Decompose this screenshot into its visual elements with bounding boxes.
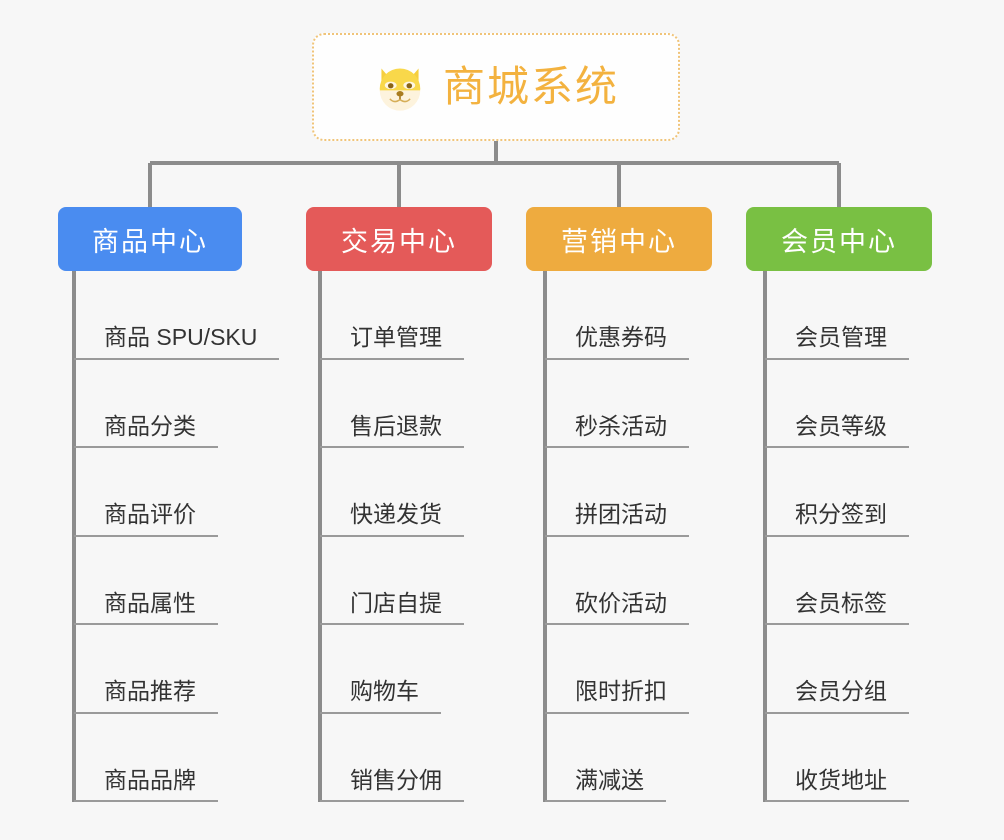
leaf-item[interactable]: 商品品牌 bbox=[74, 714, 279, 802]
category-header-trade-center[interactable]: 交易中心 bbox=[306, 207, 492, 271]
leaf-item-label: 商品推荐 bbox=[74, 678, 218, 714]
category-header-marketing-center[interactable]: 营销中心 bbox=[526, 207, 712, 271]
category-header-label: 营销中心 bbox=[561, 226, 677, 257]
leaf-item[interactable]: 商品推荐 bbox=[74, 625, 279, 714]
leaf-item-label: 销售分佣 bbox=[320, 767, 464, 802]
category-header-label: 交易中心 bbox=[341, 226, 457, 257]
leaf-item[interactable]: 会员分组 bbox=[765, 625, 909, 714]
leaf-item-label: 会员标签 bbox=[765, 590, 909, 625]
leaf-item-label: 会员管理 bbox=[765, 324, 909, 360]
leaf-item[interactable]: 拼团活动 bbox=[545, 448, 689, 537]
leaf-item-label: 收货地址 bbox=[765, 767, 909, 802]
leaf-item[interactable]: 积分签到 bbox=[765, 448, 909, 537]
leaf-item[interactable]: 会员管理 bbox=[765, 271, 909, 360]
leaf-item[interactable]: 售后退款 bbox=[320, 360, 464, 448]
leaf-item[interactable]: 收货地址 bbox=[765, 714, 909, 802]
leaf-list: 会员管理会员等级积分签到会员标签会员分组收货地址 bbox=[765, 271, 909, 802]
shiba-dog-face-icon bbox=[379, 68, 421, 111]
leaf-item[interactable]: 会员等级 bbox=[765, 360, 909, 448]
root-node[interactable]: 商城系统 bbox=[312, 33, 680, 141]
leaf-item[interactable]: 购物车 bbox=[320, 625, 464, 714]
leaf-item-label: 门店自提 bbox=[320, 590, 464, 625]
leaf-item-label: 拼团活动 bbox=[545, 501, 689, 537]
leaf-list: 优惠券码秒杀活动拼团活动砍价活动限时折扣满减送 bbox=[545, 271, 689, 802]
leaf-item[interactable]: 会员标签 bbox=[765, 537, 909, 625]
leaf-item-label: 满减送 bbox=[545, 767, 666, 802]
leaf-item[interactable]: 商品分类 bbox=[74, 360, 279, 448]
leaf-item-label: 快递发货 bbox=[320, 501, 464, 537]
leaf-item-label: 会员等级 bbox=[765, 413, 909, 448]
leaf-item[interactable]: 满减送 bbox=[545, 714, 689, 802]
leaf-item-label: 订单管理 bbox=[320, 324, 464, 360]
root-title: 商城系统 bbox=[442, 63, 619, 110]
leaf-item[interactable]: 门店自提 bbox=[320, 537, 464, 625]
leaf-item[interactable]: 销售分佣 bbox=[320, 714, 464, 802]
category-header-product-center[interactable]: 商品中心 bbox=[58, 207, 242, 271]
leaf-list: 商品 SPU/SKU 商品分类商品评价商品属性商品推荐商品品牌 bbox=[74, 271, 280, 802]
category-header-label: 商品中心 bbox=[92, 226, 208, 257]
leaf-item-label: 售后退款 bbox=[320, 413, 464, 448]
leaf-item[interactable]: 订单管理 bbox=[320, 271, 464, 360]
leaf-item[interactable]: 砍价活动 bbox=[545, 537, 689, 625]
leaf-item[interactable]: 商品 SPU/SKU bbox=[74, 271, 280, 360]
leaf-item-label: 秒杀活动 bbox=[545, 413, 689, 448]
leaf-item[interactable]: 秒杀活动 bbox=[545, 360, 689, 448]
leaf-item[interactable]: 限时折扣 bbox=[545, 625, 689, 714]
leaf-item[interactable]: 快递发货 bbox=[320, 448, 464, 537]
leaf-item-label: 商品分类 bbox=[74, 413, 218, 448]
leaf-list: 订单管理售后退款快递发货门店自提购物车销售分佣 bbox=[320, 271, 464, 802]
leaf-item-label: 商品品牌 bbox=[74, 767, 218, 802]
leaf-item-label: 购物车 bbox=[320, 678, 441, 714]
leaf-item-label: 限时折扣 bbox=[545, 678, 689, 714]
category-header-label: 会员中心 bbox=[781, 226, 897, 257]
leaf-item-label: 会员分组 bbox=[765, 678, 909, 714]
category-header-member-center[interactable]: 会员中心 bbox=[746, 207, 932, 271]
leaf-item[interactable]: 商品属性 bbox=[74, 537, 279, 625]
leaf-item-label: 优惠券码 bbox=[545, 324, 689, 360]
leaf-item[interactable]: 优惠券码 bbox=[545, 271, 689, 360]
leaf-item-label: 商品评价 bbox=[74, 501, 218, 537]
leaf-item-label: 砍价活动 bbox=[545, 590, 689, 625]
leaf-item[interactable]: 商品评价 bbox=[74, 448, 279, 537]
leaf-item-label: 积分签到 bbox=[765, 501, 909, 537]
leaf-item-label: 商品 SPU/SKU bbox=[74, 324, 280, 360]
leaf-item-label: 商品属性 bbox=[74, 590, 218, 625]
